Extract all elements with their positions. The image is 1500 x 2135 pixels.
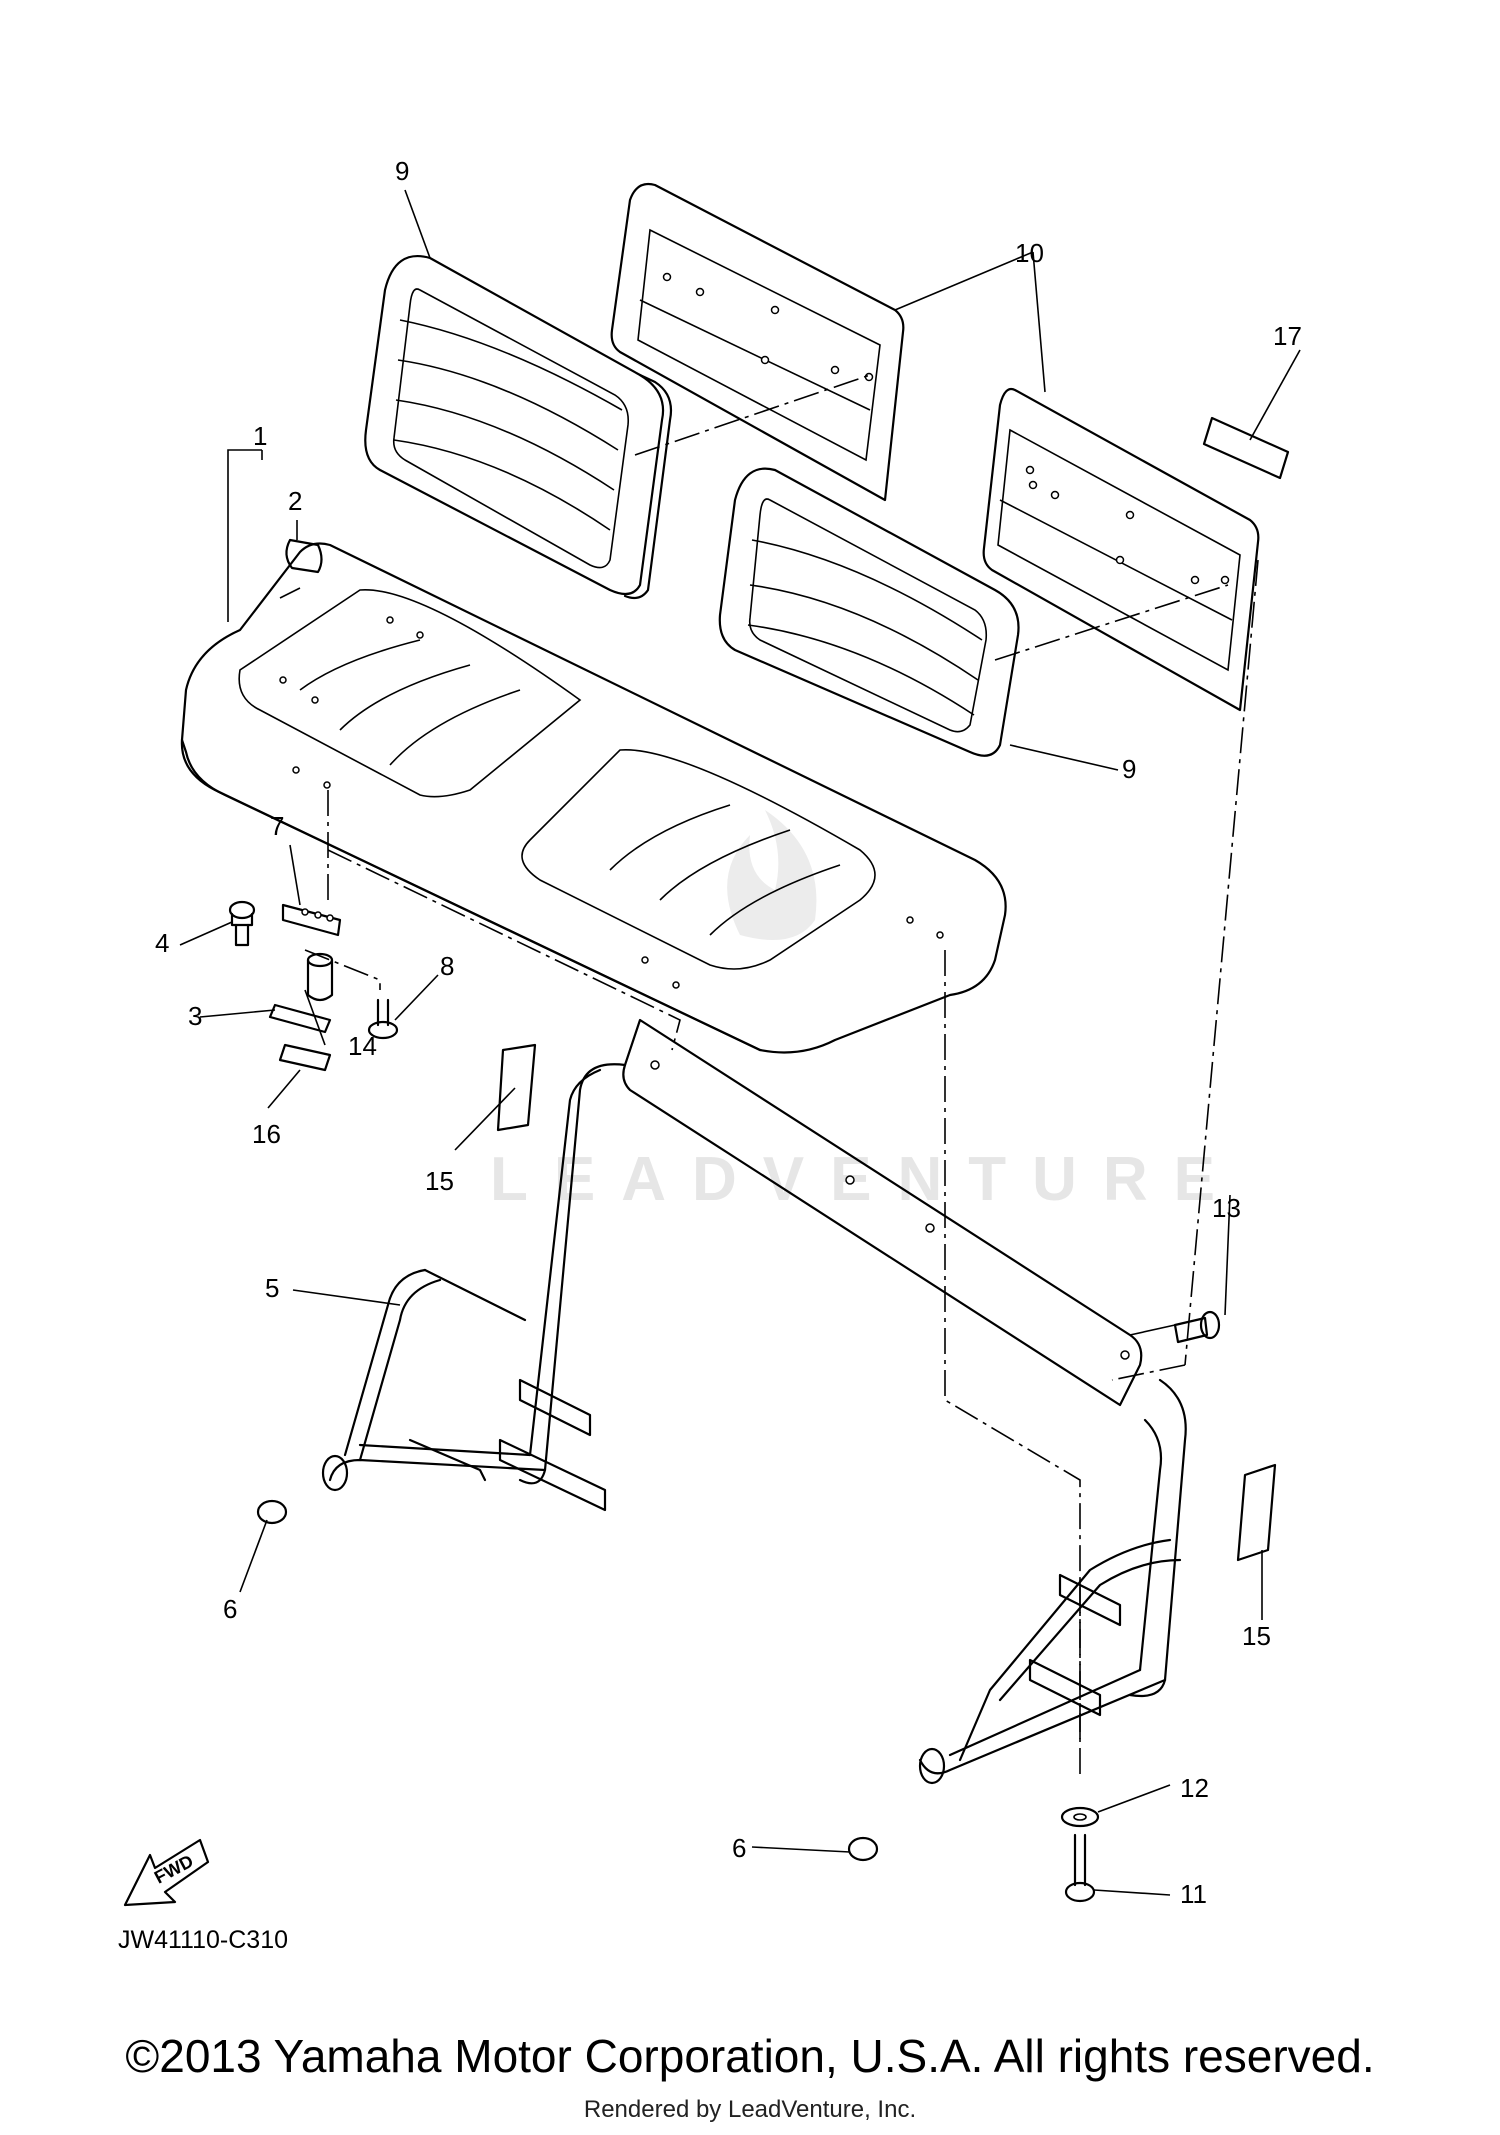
seat-back-board-right[interactable] — [982, 387, 1260, 712]
callout-14: 14 — [348, 1031, 377, 1061]
washer-12[interactable] — [1060, 1806, 1100, 1828]
callout-5: 5 — [265, 1273, 279, 1303]
watermark: LEADVENTURE — [490, 810, 1241, 1214]
assembly-lines — [304, 374, 1259, 1780]
label-15-right[interactable] — [1236, 1463, 1277, 1562]
callout-6-left: 6 — [223, 1594, 237, 1624]
callout-4: 4 — [155, 928, 169, 958]
label-sticker-2[interactable] — [285, 538, 323, 574]
callout-1: 1 — [253, 421, 267, 451]
bolt-4[interactable] — [228, 900, 256, 947]
plate-3[interactable] — [268, 1003, 332, 1034]
callout-16: 16 — [252, 1119, 281, 1149]
callout-2: 2 — [288, 486, 302, 516]
seat-frame[interactable] — [321, 1018, 1187, 1785]
callout-6-right: 6 — [732, 1833, 746, 1863]
callout-17: 17 — [1273, 321, 1302, 351]
cap-6-right[interactable] — [847, 1836, 879, 1862]
callout-13: 13 — [1212, 1193, 1241, 1223]
bolt-11[interactable] — [1064, 1833, 1096, 1903]
callout-10: 10 — [1015, 238, 1044, 268]
bolt-8[interactable] — [367, 998, 399, 1040]
callout-9-top: 9 — [395, 156, 409, 186]
plate-16[interactable] — [278, 1043, 332, 1072]
callouts: 9 10 17 1 2 9 7 4 8 3 14 16 15 13 5 15 6… — [155, 156, 1302, 1909]
watermark-text: LEADVENTURE — [490, 1145, 1241, 1214]
collar-14[interactable] — [306, 952, 334, 1002]
callout-11: 11 — [1180, 1879, 1207, 1909]
seat-cushion[interactable] — [180, 542, 1007, 1054]
callout-3: 3 — [188, 1001, 202, 1031]
seat-back-left[interactable] — [364, 255, 673, 600]
bracket-7[interactable] — [281, 903, 342, 937]
bolt-13[interactable] — [1173, 1310, 1221, 1344]
callout-9-right: 9 — [1122, 754, 1136, 784]
label-15-left[interactable] — [496, 1043, 537, 1132]
callout-12: 12 — [1180, 1773, 1209, 1803]
leader-lines — [179, 189, 1301, 1896]
diagram-code: JW41110-C310 — [118, 1926, 288, 1954]
callout-7: 7 — [270, 811, 284, 841]
seat-back-board-center[interactable] — [610, 182, 905, 502]
label-sticker-17[interactable] — [1202, 416, 1290, 480]
callout-8: 8 — [440, 951, 454, 981]
rendered-by-note: Rendered by LeadVenture, Inc. — [583, 2096, 917, 2123]
copyright-footer: ©2013 Yamaha Motor Corporation, U.S.A. A… — [125, 2030, 1375, 2082]
seat-back-right[interactable] — [718, 467, 1020, 757]
fwd-arrow-icon: FWD — [123, 1838, 210, 1907]
callout-15-left: 15 — [425, 1166, 454, 1196]
callout-15-right: 15 — [1242, 1621, 1271, 1651]
cap-6-left[interactable] — [256, 1499, 288, 1525]
